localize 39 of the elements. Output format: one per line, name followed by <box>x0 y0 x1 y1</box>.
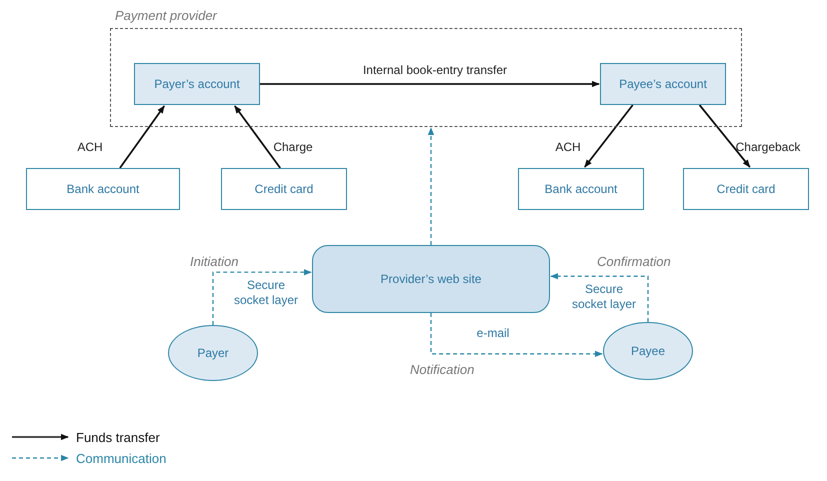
edge-label: e-mail <box>476 326 510 341</box>
node-label: Payee <box>630 344 666 358</box>
arrow <box>234 105 281 169</box>
node-label: Payer’s account <box>154 76 240 92</box>
edge-label: Charge <box>272 140 314 155</box>
legend-label: Funds transfer <box>76 429 160 447</box>
dashed-arrow <box>428 127 434 245</box>
arrow <box>584 104 634 168</box>
dashed-arrow <box>550 273 649 322</box>
source-box <box>26 168 180 210</box>
node-label: Credit card <box>716 182 776 196</box>
edge-label: ACH <box>76 140 104 155</box>
dashed-arrow <box>430 313 603 358</box>
node-label: Bank account <box>66 182 140 196</box>
phase-label: Notification <box>410 361 474 379</box>
group-heading: Payment provider <box>115 7 217 25</box>
edge-label: Chargeback <box>734 140 802 155</box>
arrow <box>119 105 165 169</box>
phase-label: Initiation <box>190 253 238 271</box>
account-box <box>600 63 726 105</box>
dashed-arrow <box>212 269 312 325</box>
node-label: Payee’s account <box>619 76 707 92</box>
website-box <box>312 245 550 313</box>
arrow <box>698 104 750 168</box>
source-box <box>221 168 347 210</box>
edge-label: Internal book-entry transfer <box>362 63 508 78</box>
edge-label: Secure socket layer <box>570 282 638 312</box>
legend-label: Communication <box>76 450 166 468</box>
phase-label: Confirmation <box>597 253 671 271</box>
source-box <box>518 168 644 210</box>
node-label: Credit card <box>254 182 314 196</box>
node-label: Provider’s web site <box>380 272 482 286</box>
arrow <box>260 80 600 88</box>
source-box <box>683 168 809 210</box>
edge-label: Secure socket layer <box>232 278 300 308</box>
edge-label: ACH <box>554 140 582 155</box>
node-label: Payer <box>197 346 229 360</box>
account-box <box>134 63 260 105</box>
node-label: Bank account <box>544 182 618 196</box>
